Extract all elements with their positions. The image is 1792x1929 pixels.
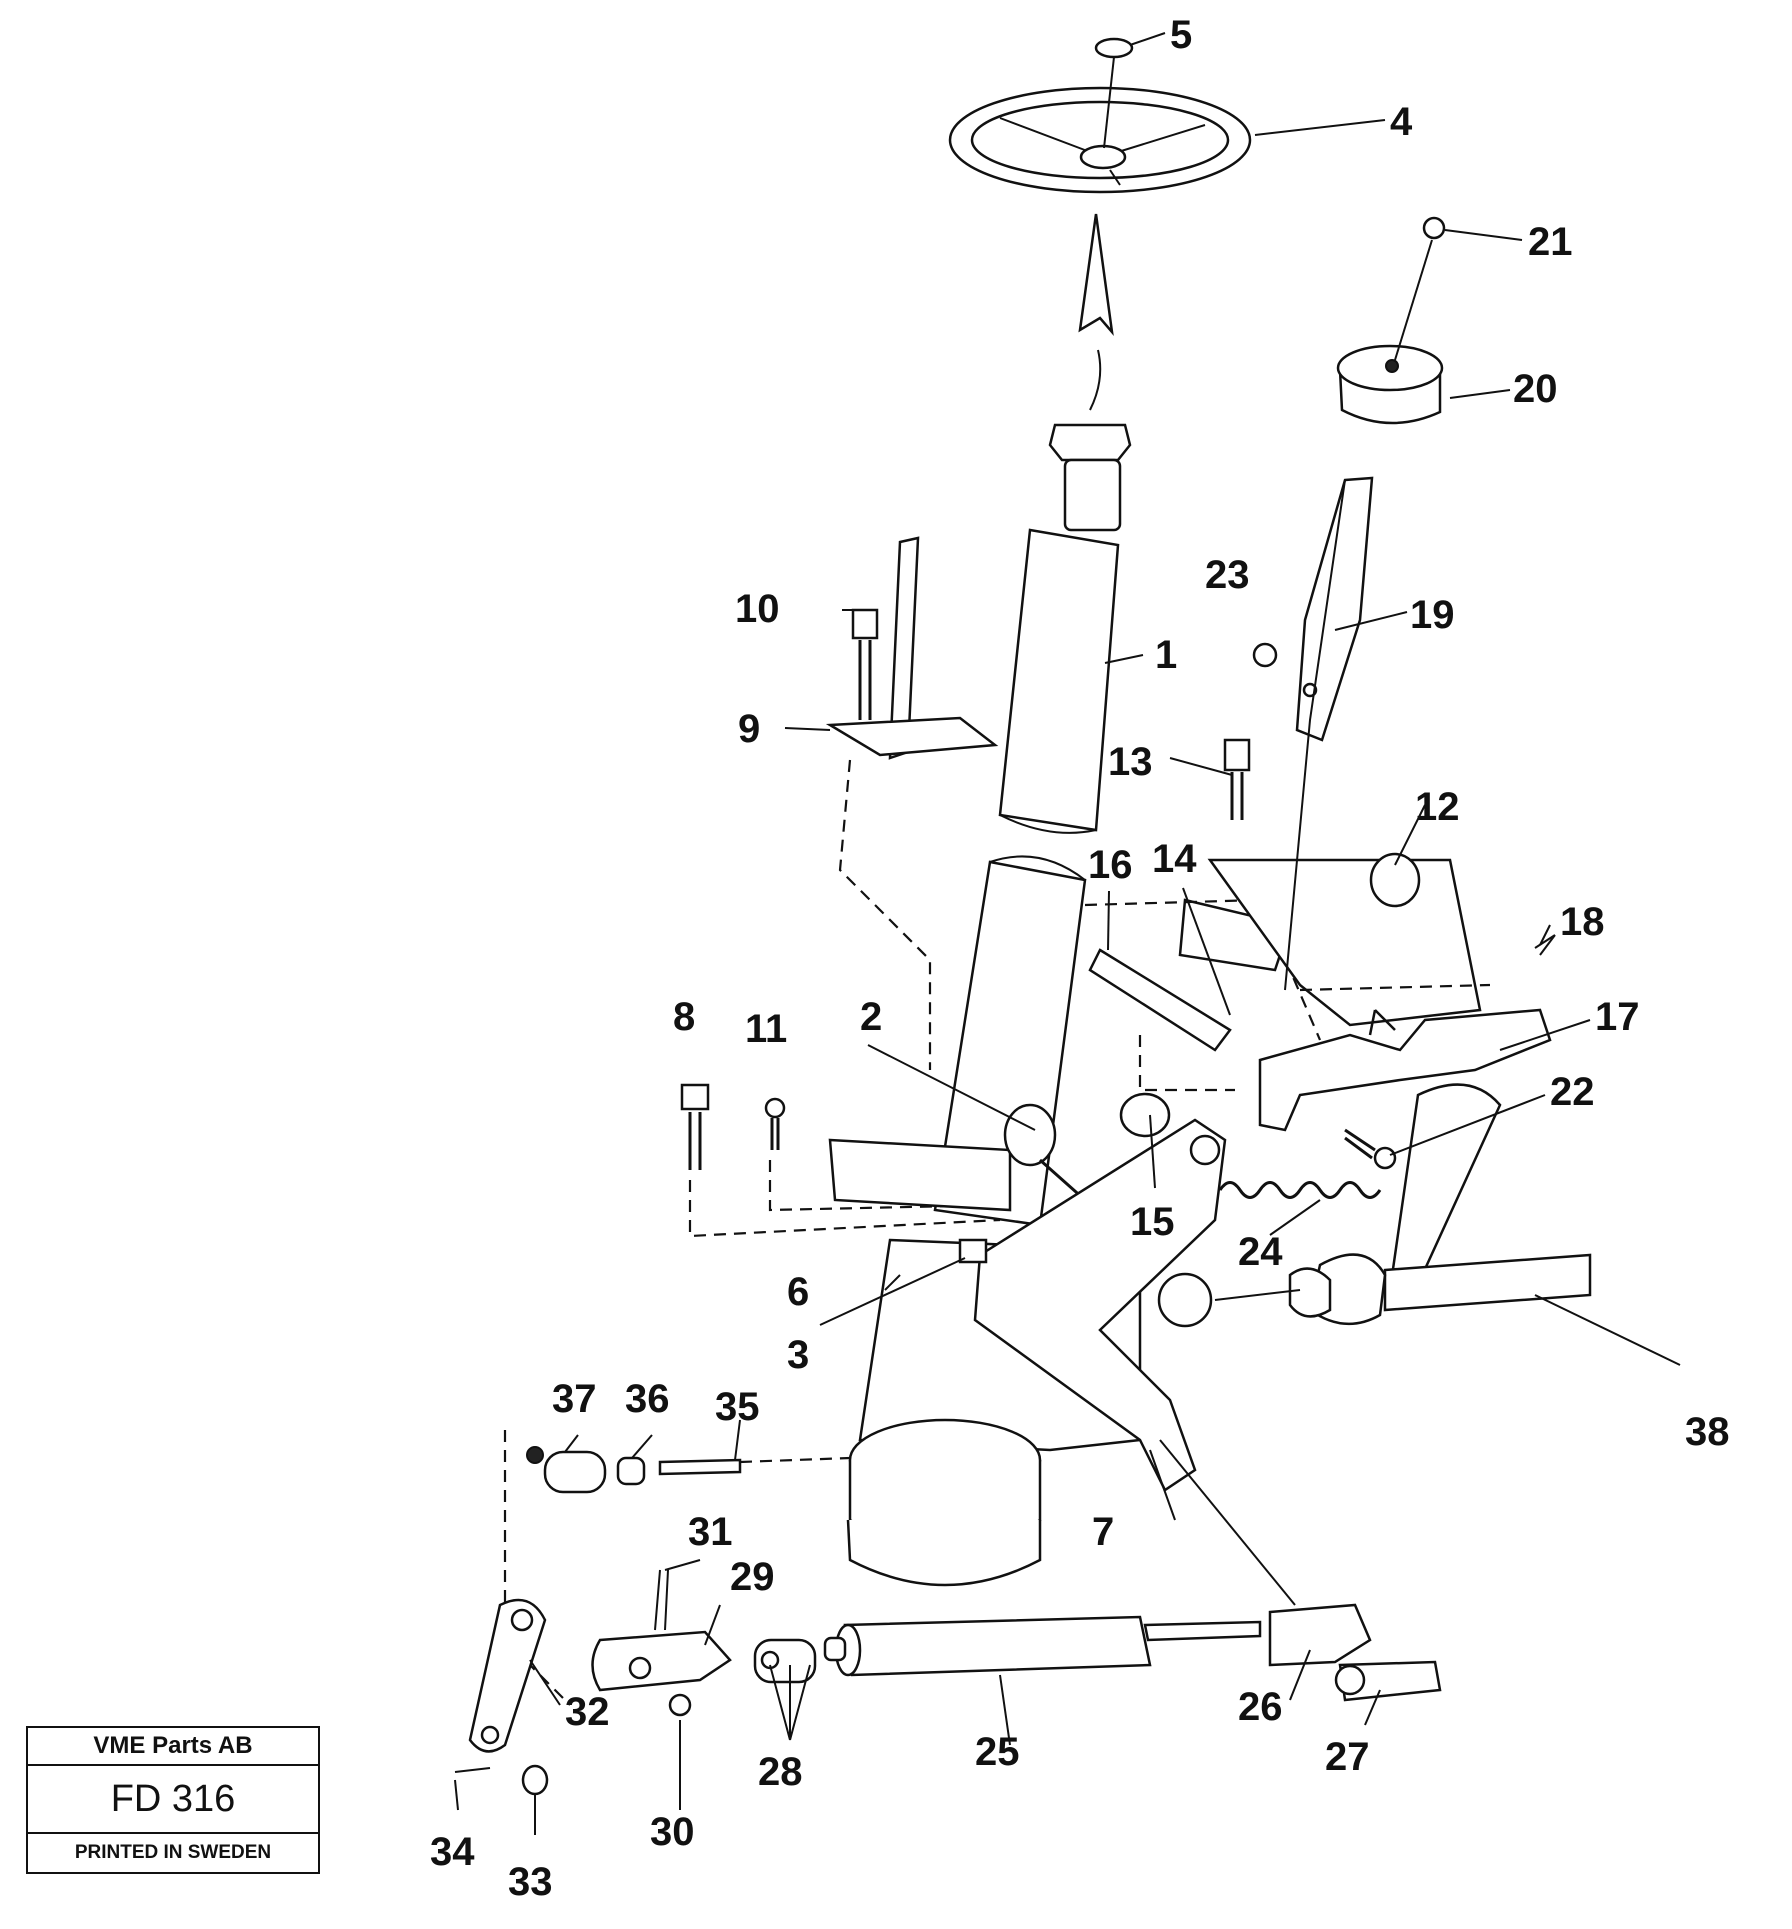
callout-13: 13	[1108, 740, 1153, 784]
callout-33: 33	[508, 1860, 553, 1904]
callout-11: 11	[745, 1007, 787, 1051]
callout-31: 31	[688, 1510, 733, 1554]
nipple	[616, 1456, 646, 1486]
leader-lines	[454, 32, 1681, 1835]
nut	[1252, 642, 1278, 668]
callout-16: 16	[1088, 843, 1133, 887]
callout-7: 7	[1092, 1510, 1114, 1554]
callout-23: 23	[1205, 553, 1250, 597]
link-arm	[468, 1598, 547, 1753]
shift-lever	[1258, 1008, 1552, 1132]
washer	[1119, 1092, 1171, 1138]
callout-20: 20	[1513, 367, 1558, 411]
lever-plate	[973, 1118, 1227, 1492]
callout-4: 4	[1390, 100, 1413, 144]
pin	[958, 1238, 988, 1264]
callout-30: 30	[650, 1810, 695, 1854]
callout-19: 19	[1410, 593, 1455, 637]
callout-15: 15	[1130, 1200, 1175, 1244]
bolt	[1223, 738, 1251, 772]
split-pin	[654, 1569, 669, 1631]
callout-3: 3	[787, 1333, 809, 1377]
screw	[1422, 216, 1446, 240]
printed-note: PRINTED IN SWEDEN	[74, 1842, 272, 1863]
horn-cap	[1094, 37, 1134, 59]
pin-long	[1088, 948, 1232, 1052]
callout-labels: 5 4 21 20 23 19 10 1 9 13 12 16 14 18 8 …	[430, 13, 1730, 1904]
assembly-arrow	[1078, 213, 1114, 337]
cotter-pin	[454, 1767, 491, 1773]
pin	[521, 1764, 549, 1796]
callout-29: 29	[730, 1555, 775, 1599]
drawing-code: FD 316	[28, 1766, 318, 1834]
callout-35: 35	[715, 1385, 760, 1429]
callout-21: 21	[1528, 220, 1573, 264]
steering-wheel	[948, 86, 1252, 194]
steering-cylinder	[823, 1615, 1262, 1677]
callout-32: 32	[565, 1690, 610, 1734]
callout-22: 22	[1550, 1070, 1595, 1114]
callout-36: 36	[625, 1377, 670, 1421]
bushing	[1003, 1103, 1057, 1167]
callout-24: 24	[1238, 1230, 1283, 1274]
elbow-fitting	[543, 1450, 607, 1494]
pipe	[658, 1458, 742, 1476]
company-name: VME Parts AB	[28, 1728, 318, 1766]
screw	[1344, 1128, 1376, 1160]
callout-9: 9	[738, 707, 760, 751]
callout-26: 26	[1238, 1685, 1283, 1729]
callout-5: 5	[1170, 13, 1192, 57]
title-block: VME Parts AB FD 316 PRINTED IN SWEDEN	[26, 1726, 320, 1874]
callout-18: 18	[1560, 900, 1605, 944]
callout-28: 28	[758, 1750, 803, 1794]
callout-10: 10	[735, 587, 780, 631]
callout-12: 12	[1415, 785, 1460, 829]
clevis	[591, 1630, 732, 1692]
rod-end	[1268, 1603, 1372, 1667]
callout-34: 34	[430, 1830, 475, 1874]
callout-6: 6	[787, 1270, 809, 1314]
callout-37: 37	[552, 1377, 597, 1421]
mounting-bracket	[825, 536, 999, 760]
control-lever	[1295, 476, 1374, 742]
rubber-bushing	[753, 1638, 817, 1684]
callout-25: 25	[975, 1730, 1020, 1774]
callout-27: 27	[1325, 1735, 1370, 1779]
callout-17: 17	[1595, 995, 1640, 1039]
lever-knob	[1336, 344, 1444, 425]
screw	[764, 1097, 786, 1119]
bolt	[680, 1083, 710, 1111]
callout-1: 1	[1155, 633, 1177, 677]
callout-14: 14	[1152, 837, 1197, 881]
clevis-pin	[668, 1693, 692, 1717]
split-pin	[1534, 934, 1556, 956]
callout-8: 8	[673, 995, 695, 1039]
return-spring	[1218, 1181, 1382, 1199]
callout-38: 38	[1685, 1410, 1730, 1454]
callout-2: 2	[860, 995, 882, 1039]
